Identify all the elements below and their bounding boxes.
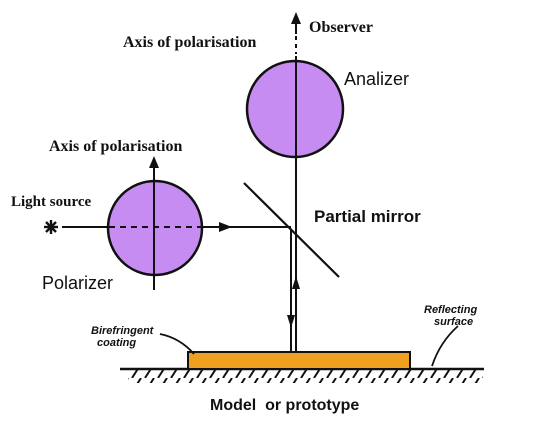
reflecting-label-line1: Reflecting xyxy=(424,304,477,316)
coating-label-line1: Birefringent xyxy=(91,325,155,337)
light-beam xyxy=(62,222,291,232)
observer-arrow xyxy=(291,12,301,54)
light-source-star-icon xyxy=(44,220,58,234)
polarizer-label: Polarizer xyxy=(42,273,113,293)
observer-label: Observer xyxy=(309,19,373,36)
coating-label-line2: coating xyxy=(97,337,136,349)
birefringent-coating xyxy=(187,351,411,370)
model-label: Model or prototype xyxy=(210,397,359,414)
ground xyxy=(120,367,484,383)
axis-left-label: Axis of polarisation xyxy=(49,138,182,155)
partial-mirror-label: Partial mirror xyxy=(314,207,421,226)
light-source-label: Light source xyxy=(11,194,91,210)
analyzer-label: Analizer xyxy=(344,69,409,89)
return-beams xyxy=(287,230,300,368)
reflecting-leader xyxy=(431,325,459,367)
coating-leader xyxy=(159,333,195,355)
reflecting-label-line2: surface xyxy=(434,316,473,328)
axis-top-label: Axis of polarisation xyxy=(123,34,256,51)
